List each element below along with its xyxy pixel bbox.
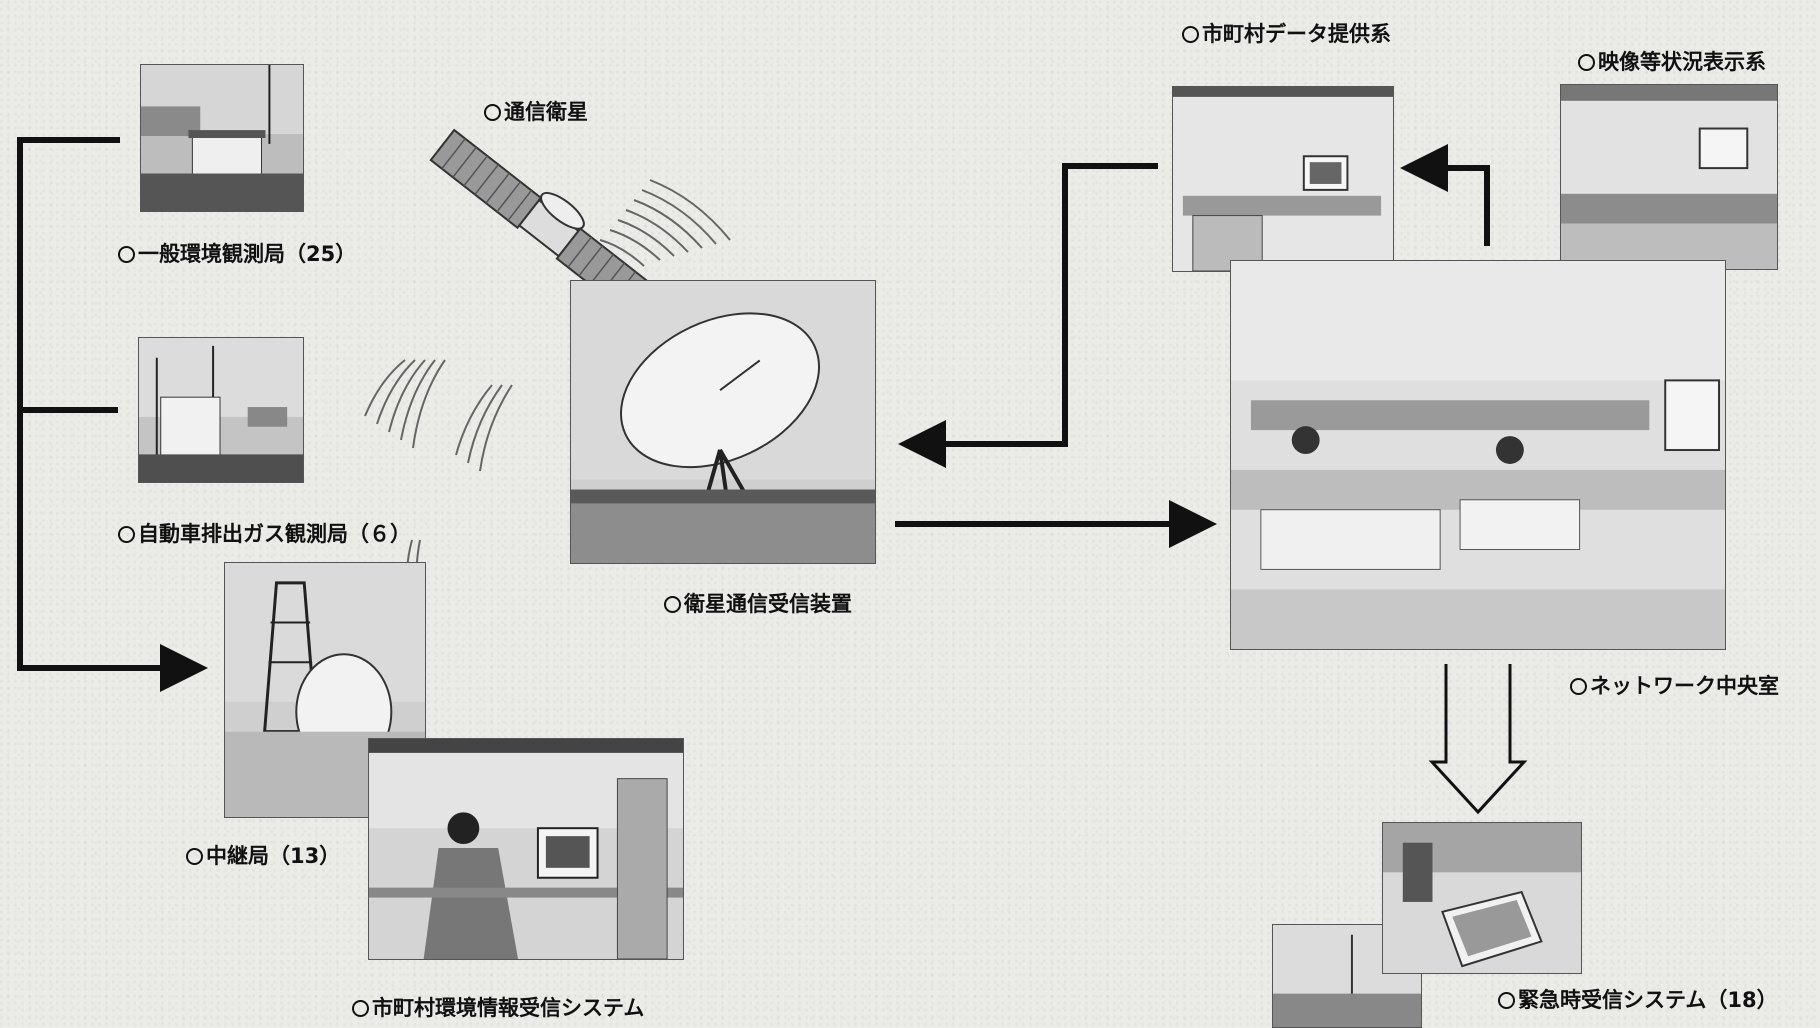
circle-bullet-icon (186, 848, 203, 865)
label-satellite: 通信衛星 (484, 96, 588, 126)
photo-satellite-receiver (570, 280, 876, 564)
photo-municipal-data (1172, 86, 1394, 272)
photo-relay-station (224, 562, 426, 818)
circle-bullet-icon (118, 246, 135, 263)
photo-network-center (1230, 260, 1726, 650)
circle-bullet-icon (1182, 26, 1199, 43)
circle-bullet-icon (1578, 54, 1595, 71)
circle-bullet-icon (664, 596, 681, 613)
label-vehicle-station: 自動車排出ガス観測局（６） (118, 518, 411, 548)
label-satellite-receiver: 衛星通信受信装置 (664, 588, 852, 618)
label-emergency: 緊急時受信システム（18） (1498, 984, 1778, 1014)
label-municipal-data: 市町村データ提供系 (1182, 18, 1391, 48)
arrow-video-to-data (1400, 144, 1490, 246)
photo-vehicle-station (138, 337, 304, 483)
circle-bullet-icon (352, 1000, 369, 1017)
circle-bullet-icon (484, 104, 501, 121)
label-municipal-receive: 市町村環境情報受信システム (352, 992, 644, 1022)
photo-video-display (1560, 84, 1778, 270)
hollow-arrow-down (1428, 664, 1528, 815)
photo-general-station (140, 64, 304, 212)
circle-bullet-icon (118, 526, 135, 543)
photo-emergency-laptop (1382, 822, 1582, 974)
photo-municipal-receive (368, 738, 684, 960)
label-network-center: ネットワーク中央室 (1570, 670, 1779, 700)
label-video-display: 映像等状況表示系 (1578, 46, 1766, 76)
circle-bullet-icon (1570, 678, 1587, 695)
arrow-center-to-receiver (898, 163, 1158, 468)
label-relay-station: 中継局（13） (186, 840, 340, 870)
circle-bullet-icon (1498, 992, 1515, 1009)
label-general-station: 一般環境観測局（25） (118, 238, 356, 268)
